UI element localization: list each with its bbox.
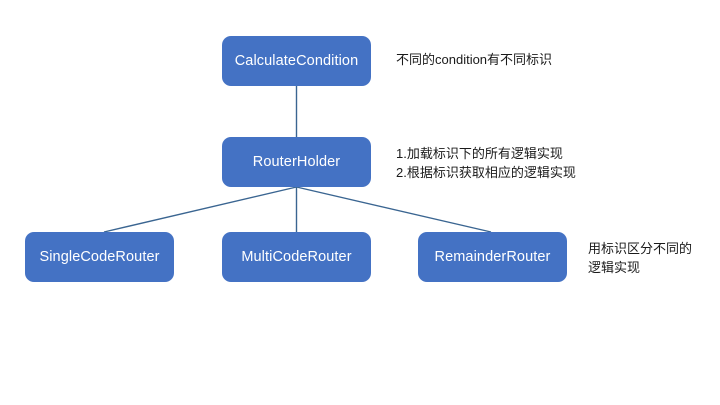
annotation-calculate-condition: 不同的condition有不同标识 [396, 52, 553, 67]
connector-routerholder-to-singlecoderouter [103, 186, 297, 233]
node-single-code-router[interactable]: SingleCodeRouter [25, 232, 174, 282]
node-multi-code-router[interactable]: MultiCodeRouter [222, 232, 371, 282]
node-remainder-router-label: RemainderRouter [434, 248, 551, 265]
node-calculate-condition[interactable]: CalculateCondition [222, 36, 371, 86]
annotation-routers: 用标识区分不同的 逻辑实现 [588, 241, 693, 275]
node-multi-code-router-label: MultiCodeRouter [241, 248, 352, 265]
node-router-holder[interactable]: RouterHolder [222, 137, 371, 187]
connector-routerholder-to-remainderrouter [296, 186, 492, 233]
node-calculate-condition-label: CalculateCondition [234, 52, 359, 69]
annotation-router-holder: 1.加载标识下的所有逻辑实现 2.根据标识获取相应的逻辑实现 [396, 146, 576, 180]
node-remainder-router[interactable]: RemainderRouter [418, 232, 567, 282]
node-router-holder-label: RouterHolder [252, 153, 341, 170]
node-single-code-router-label: SingleCodeRouter [39, 248, 160, 265]
